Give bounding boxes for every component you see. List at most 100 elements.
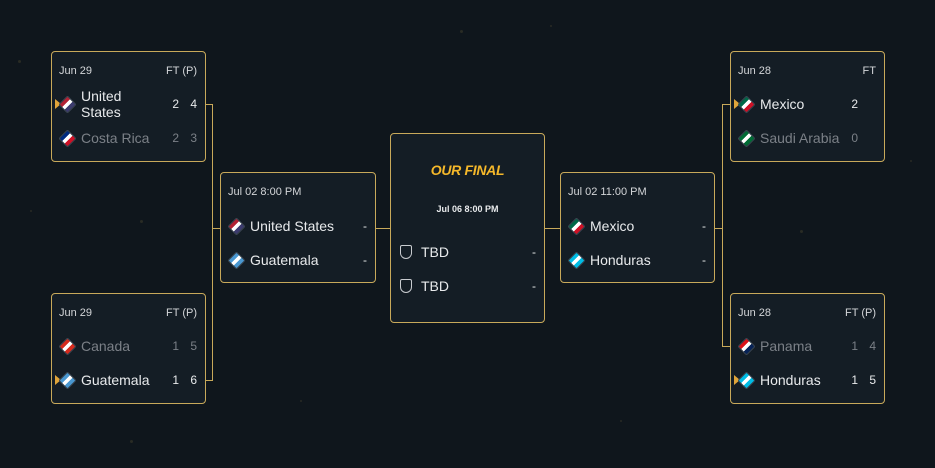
match-card-r16-bottom-left[interactable]: Jun 29 FT (P) Canada 1 5 Guatemala 1 6 bbox=[51, 293, 206, 404]
match-card-semi-left[interactable]: Jul 02 8:00 PM United States - Guatemala… bbox=[220, 172, 376, 283]
team-score: 0 bbox=[851, 131, 858, 145]
team-name: TBD bbox=[421, 278, 449, 294]
match-header: Jul 02 8:00 PM bbox=[228, 186, 367, 198]
match-status: FT (P) bbox=[166, 65, 197, 77]
team-penalty-score: 5 bbox=[869, 373, 876, 387]
team-name: Saudi Arabia bbox=[760, 130, 840, 146]
team-row[interactable]: Honduras 1 5 bbox=[734, 370, 876, 390]
match-card-final[interactable]: OUR FINAL Jul 06 8:00 PM TBD - TBD - bbox=[390, 133, 545, 323]
team-row[interactable]: Honduras - bbox=[567, 250, 706, 270]
match-header: Jun 28 FT (P) bbox=[738, 307, 876, 319]
team-row[interactable]: United States 2 4 bbox=[55, 88, 197, 120]
team-row[interactable]: United States - bbox=[227, 216, 367, 236]
team-score: - bbox=[363, 219, 367, 233]
team-score: - bbox=[363, 253, 367, 267]
connector-line bbox=[722, 104, 723, 347]
match-card-r16-top-right[interactable]: Jun 28 FT Mexico 2 Saudi Arabia 0 bbox=[730, 51, 885, 162]
team-row[interactable]: Mexico - bbox=[567, 216, 706, 236]
match-header: Jul 02 11:00 PM bbox=[568, 186, 706, 198]
team-row[interactable]: Canada 1 5 bbox=[58, 336, 197, 356]
team-row[interactable]: Panama 1 4 bbox=[737, 336, 876, 356]
team-flag-icon bbox=[737, 128, 756, 148]
match-card-semi-right[interactable]: Jul 02 11:00 PM Mexico - Honduras - bbox=[560, 172, 715, 283]
match-date: Jul 02 11:00 PM bbox=[568, 186, 647, 198]
team-score: 2 bbox=[172, 131, 179, 145]
team-score: - bbox=[702, 253, 706, 267]
team-flag-icon bbox=[737, 336, 756, 356]
connector-line bbox=[212, 104, 213, 381]
team-flag-icon bbox=[567, 250, 586, 270]
team-score: 1 bbox=[172, 373, 179, 387]
team-penalty-score: 3 bbox=[190, 131, 197, 145]
team-flag-icon bbox=[227, 216, 246, 236]
shield-icon bbox=[400, 245, 412, 259]
team-penalty-score: 5 bbox=[190, 339, 197, 353]
team-flag-icon bbox=[58, 370, 77, 390]
match-card-r16-top-left[interactable]: Jun 29 FT (P) United States 2 4 Costa Ri… bbox=[51, 51, 206, 162]
final-date: Jul 06 8:00 PM bbox=[436, 204, 499, 214]
match-card-r16-bottom-right[interactable]: Jun 28 FT (P) Panama 1 4 Honduras 1 5 bbox=[730, 293, 885, 404]
winner-marker-icon bbox=[55, 375, 61, 385]
match-status: FT bbox=[862, 65, 876, 77]
connector-line bbox=[212, 228, 221, 229]
match-date: Jun 29 bbox=[59, 307, 93, 319]
connector-line bbox=[544, 228, 561, 229]
connector-line bbox=[205, 104, 213, 105]
team-row[interactable]: Guatemala 1 6 bbox=[55, 370, 197, 390]
team-flag-icon bbox=[58, 94, 77, 114]
team-score: 1 bbox=[851, 373, 858, 387]
team-name: Mexico bbox=[760, 96, 805, 112]
team-name: United States bbox=[250, 218, 335, 234]
match-status: FT (P) bbox=[166, 307, 197, 319]
shield-icon bbox=[400, 279, 412, 293]
team-name: Panama bbox=[760, 338, 813, 354]
team-penalty-score: 6 bbox=[190, 373, 197, 387]
team-row[interactable]: TBD - bbox=[398, 242, 536, 262]
team-flag-icon bbox=[737, 370, 756, 390]
team-row[interactable]: Saudi Arabia 0 bbox=[737, 128, 876, 148]
team-row[interactable]: Guatemala - bbox=[227, 250, 367, 270]
match-date: Jun 29 bbox=[59, 65, 93, 77]
connector-line bbox=[205, 380, 213, 381]
team-flag-icon bbox=[58, 128, 77, 148]
team-name: Guatemala bbox=[81, 372, 150, 388]
team-name: Honduras bbox=[760, 372, 821, 388]
team-flag-icon bbox=[58, 336, 77, 356]
match-header: Jun 29 FT (P) bbox=[59, 307, 197, 319]
connector-line bbox=[722, 104, 731, 105]
connector-line bbox=[375, 228, 391, 229]
team-name: Mexico bbox=[590, 218, 635, 234]
team-name: United States bbox=[81, 88, 122, 120]
team-name: Honduras bbox=[590, 252, 651, 268]
winner-marker-icon bbox=[55, 99, 61, 109]
team-row[interactable]: Costa Rica 2 3 bbox=[58, 128, 197, 148]
team-row[interactable]: Mexico 2 bbox=[734, 94, 876, 114]
team-flag-icon bbox=[737, 94, 756, 114]
team-name: Guatemala bbox=[250, 252, 319, 268]
team-score: - bbox=[702, 219, 706, 233]
team-flag-icon bbox=[567, 216, 586, 236]
team-name: Canada bbox=[81, 338, 131, 354]
match-header: Jun 29 FT (P) bbox=[59, 65, 197, 77]
match-header: Jun 28 FT bbox=[738, 65, 876, 77]
team-penalty-score: 4 bbox=[190, 97, 197, 111]
match-date: Jun 28 bbox=[738, 307, 772, 319]
team-score: - bbox=[532, 245, 536, 259]
team-score: 1 bbox=[172, 339, 179, 353]
team-row[interactable]: TBD - bbox=[398, 276, 536, 296]
match-date: Jul 02 8:00 PM bbox=[228, 186, 302, 198]
connector-line bbox=[714, 228, 723, 229]
match-date: Jun 28 bbox=[738, 65, 772, 77]
team-name: Costa Rica bbox=[81, 130, 150, 146]
team-score: 1 bbox=[851, 339, 858, 353]
winner-marker-icon bbox=[734, 99, 740, 109]
final-title: OUR FINAL bbox=[430, 162, 505, 178]
team-score: 2 bbox=[172, 97, 179, 111]
connector-line bbox=[722, 346, 731, 347]
team-score: 2 bbox=[851, 97, 858, 111]
team-penalty-score: 4 bbox=[869, 339, 876, 353]
team-flag-icon bbox=[227, 250, 246, 270]
match-status: FT (P) bbox=[845, 307, 876, 319]
winner-marker-icon bbox=[734, 375, 740, 385]
team-score: - bbox=[532, 279, 536, 293]
